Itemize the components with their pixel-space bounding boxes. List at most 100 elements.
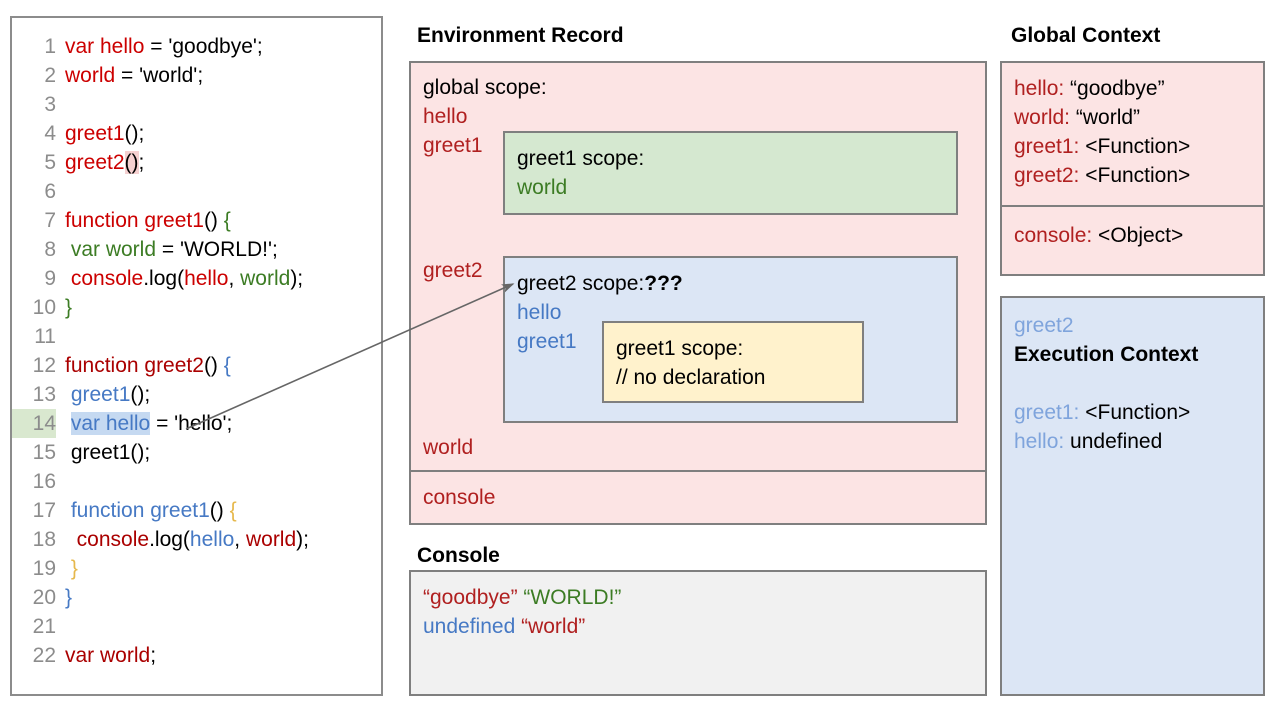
env-binding-greet2: greet2 [423,259,483,282]
global-entry-value: “goodbye” [1064,77,1165,100]
code-line-text: console.log(hello, world); [56,525,309,554]
code-token: , [234,528,246,551]
execution-entry-hello: hello: undefined [1014,427,1162,456]
code-line[interactable]: 16 [12,467,381,496]
code-line[interactable]: 6 [12,177,381,206]
code-line-number: 2 [44,64,56,87]
code-token: () [124,151,139,174]
console-output-line: “goodbye” “WORLD!” [423,583,621,612]
env-binding-greet1: greet1 [423,134,483,157]
environment-record-title: Environment Record [417,24,624,47]
code-line-text: greet1(); [56,380,150,409]
code-line-number: 19 [32,557,56,580]
execution-context-name: greet2 [1014,314,1074,337]
code-token: greet1 [65,383,131,406]
execution-context-panel: greet2 Execution Context greet1: <Functi… [1000,296,1265,696]
code-token: var world [65,238,157,261]
console-token: “goodbye” [423,586,524,609]
code-line-number: 1 [44,35,56,58]
greet1-inner-scope-box: greet1 scope: // no declaration [602,321,864,403]
global-context-panel: hello: “goodbye” world: “world” greet1: … [1000,61,1265,276]
greet2-scope-binding-hello: hello [517,301,562,324]
env-binding-world: world [423,436,474,459]
greet2-scope-title-text: greet2 scope: [517,272,645,295]
code-line-number: 6 [44,180,56,203]
code-line-number: 12 [32,354,56,377]
code-line[interactable]: 10} [12,293,381,322]
code-line-number: 4 [44,122,56,145]
code-line-number: 14 [12,409,56,438]
code-line[interactable]: 9 console.log(hello, world); [12,264,381,293]
code-line-number: 8 [44,238,56,261]
global-entry-hello: hello: “goodbye” [1014,74,1165,103]
code-line[interactable]: 13 greet1(); [12,380,381,409]
code-token: { [229,499,237,522]
code-line[interactable]: 3 [12,90,381,119]
code-token: = 'WORLD!'; [156,238,278,261]
code-line[interactable]: 17 function greet1() { [12,496,381,525]
code-line[interactable]: 18 console.log(hello, world); [12,525,381,554]
execution-entry-key: greet1: [1014,401,1080,424]
code-token: = [144,35,169,58]
code-token: 'goodbye'; [168,35,263,58]
code-line-text: var world; [56,641,156,670]
code-line-text: greet1(); [56,438,150,467]
code-line-number: 9 [44,267,56,290]
code-token: } [65,296,73,319]
global-entry-key: hello: [1014,77,1065,100]
code-line[interactable]: 8 var world = 'WORLD!'; [12,235,381,264]
code-line-text: } [56,583,72,612]
greet2-scope-title: greet2 scope:??? [517,269,683,298]
global-scope-label: global scope: [423,76,547,99]
code-token: .log( [149,528,190,551]
code-line-number: 10 [32,296,56,319]
greet1-scope-box: greet1 scope: world [503,131,958,215]
code-line[interactable]: 15 greet1(); [12,438,381,467]
code-token: function greet1 [65,209,204,232]
global-scope-region: global scope: hello greet1 greet2 world … [411,63,985,472]
code-token: hello [184,267,229,290]
code-line-text: var hello = 'hello'; [56,409,232,438]
code-line[interactable]: 20} [12,583,381,612]
global-entry-value: <Object> [1092,224,1184,247]
code-line-text: } [56,293,72,322]
code-line[interactable]: 21 [12,612,381,641]
code-line-number: 13 [32,383,56,406]
code-token: function greet1 [65,499,210,522]
code-line[interactable]: 19 } [12,554,381,583]
greet1-scope-title: greet1 scope: [517,147,645,170]
greet2-scope-question-marks: ??? [644,272,683,295]
code-token: ); [296,528,309,551]
code-token: ; [138,151,145,174]
code-token: (); [124,122,145,145]
execution-entry-value: undefined [1064,430,1163,453]
console-output-panel: “goodbye” “WORLD!” undefined “world” [409,570,987,696]
greet2-scope-box: greet2 scope:??? hello greet1 greet1 sco… [503,256,958,423]
global-entry-key: greet2: [1014,164,1080,187]
global-context-console-region: console: <Object> [1002,207,1263,276]
code-token [65,412,71,435]
execution-entry-key: hello: [1014,430,1065,453]
execution-entry-greet1: greet1: <Function> [1014,398,1190,427]
console-token: “world” [521,615,586,638]
code-token: { [223,209,231,232]
code-line[interactable]: 11 [12,322,381,351]
global-entry-world: world: “world” [1014,103,1140,132]
code-line-number: 20 [32,586,56,609]
code-line-number: 7 [44,209,56,232]
greet1-scope-binding-world: world [517,176,568,199]
code-line[interactable]: 14 var hello = 'hello'; [12,409,381,438]
global-entry-key: console: [1014,224,1093,247]
greet2-scope-binding-greet1: greet1 [517,330,577,353]
execution-context-title: Execution Context [1014,343,1199,366]
code-line-number: 3 [44,93,56,116]
code-line-number: 22 [32,644,56,667]
